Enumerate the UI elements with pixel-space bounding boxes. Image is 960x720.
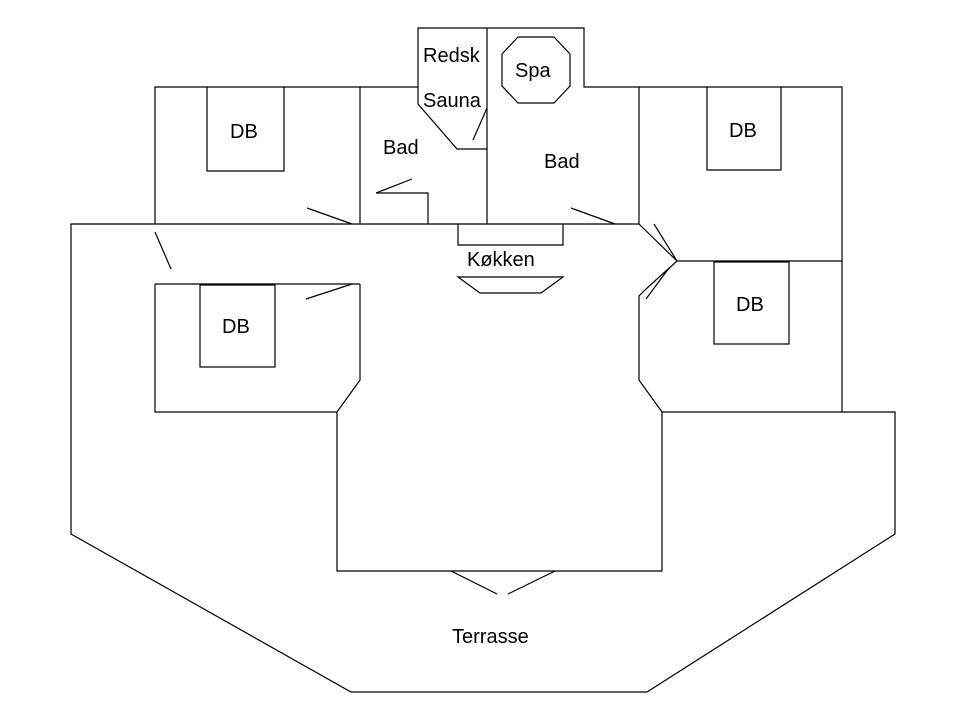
door-bathroom-right	[570, 207, 616, 225]
sauna-walls	[417, 87, 487, 150]
left-wing-walls	[154, 86, 361, 225]
door-terrace-left	[450, 570, 498, 595]
right-wing-divider-2	[645, 260, 678, 290]
spa-tub	[501, 36, 571, 104]
door-left-top	[306, 207, 353, 225]
door-right-top	[653, 223, 678, 262]
bed-mid-right	[713, 261, 790, 345]
label-db-mid-left: DB	[222, 316, 250, 338]
door-terrace-right	[507, 570, 556, 595]
left-lower-room-walls	[154, 284, 337, 413]
bathroom-left-inner	[376, 192, 429, 224]
label-spa: Spa	[515, 60, 551, 82]
door-sauna	[472, 107, 488, 141]
label-kokken: Køkken	[467, 249, 535, 271]
living-area-right-wall	[638, 288, 663, 413]
door-left-lower	[305, 283, 353, 300]
label-sauna: Sauna	[423, 90, 482, 112]
label-db-top-left: DB	[230, 121, 258, 143]
label-db-top-right: DB	[729, 120, 757, 142]
terrace-outline	[70, 223, 896, 693]
label-bad-right: Bad	[544, 151, 580, 173]
label-redsk: Redsk	[423, 45, 481, 67]
bed-top-right	[706, 87, 782, 171]
kitchen-counter	[457, 224, 564, 246]
right-wing-mid-wall	[638, 223, 678, 262]
kitchen-island	[456, 276, 565, 294]
door-bathroom-left	[375, 178, 413, 194]
bed-mid-left	[199, 284, 276, 368]
bed-top-left	[206, 87, 285, 172]
label-bad-left: Bad	[383, 137, 419, 159]
label-db-mid-right: DB	[736, 294, 764, 316]
door-left-hall	[154, 231, 172, 270]
label-terrasse: Terrasse	[452, 626, 529, 648]
center-top-walls	[360, 27, 640, 225]
door-right-lower	[645, 267, 670, 300]
living-area-walls	[336, 284, 663, 572]
